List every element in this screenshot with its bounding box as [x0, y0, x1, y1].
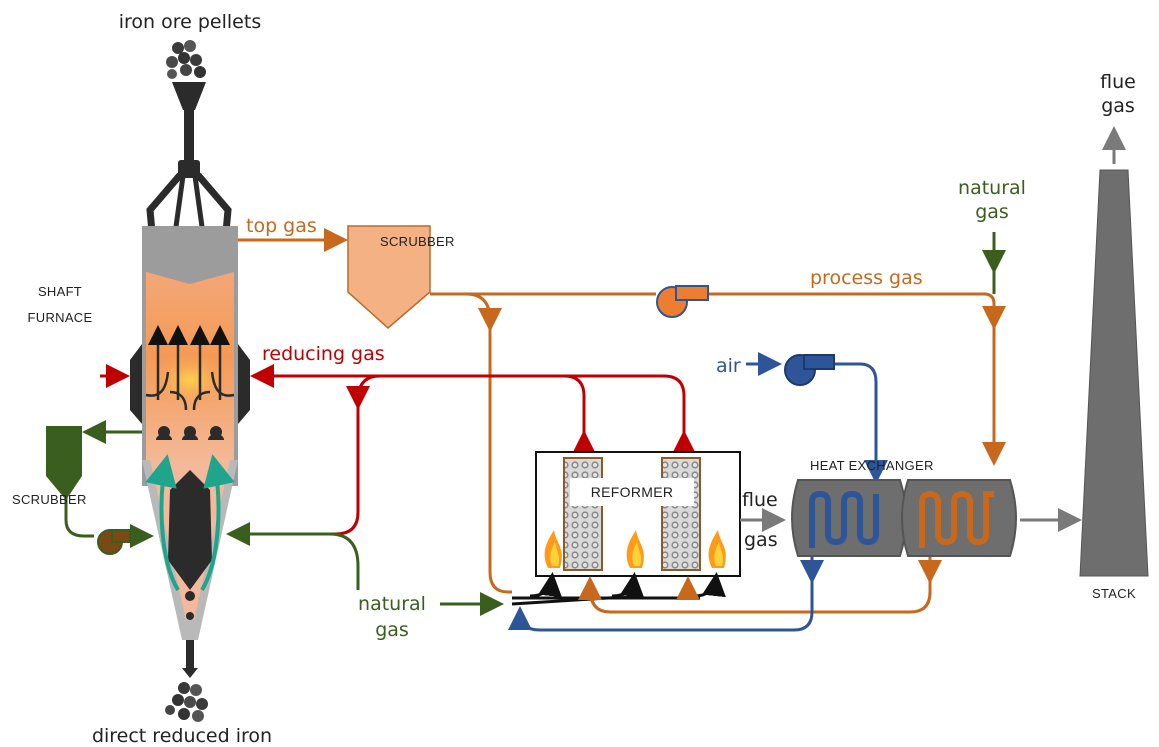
label-direct-reduced-iron: direct reduced iron	[92, 725, 272, 747]
stack	[1079, 169, 1149, 577]
burner-flames	[544, 530, 726, 568]
label-flue-gas-stack-2: gas	[1101, 95, 1135, 117]
label-natural-gas-top-2: gas	[975, 201, 1009, 223]
shaft-furnace	[130, 226, 250, 678]
label-flue-gas-reformer-1: flue	[742, 489, 778, 511]
scrubber-left	[46, 426, 82, 500]
label-natural-gas-bottom-1: natural	[358, 593, 426, 615]
air-line	[508, 352, 888, 632]
label-scrubber-left: SCRUBBER	[12, 492, 87, 507]
label-natural-gas-top-1: natural	[958, 177, 1026, 199]
label-natural-gas-bottom-2: gas	[375, 619, 409, 641]
pellets-bottom	[165, 682, 208, 722]
scrubber-top	[347, 225, 431, 329]
heat-exchanger	[791, 479, 1017, 557]
label-heat-exchanger: HEAT EXCHANGER	[810, 458, 934, 473]
tube-feed-lines	[578, 514, 942, 614]
pellets-top	[166, 40, 206, 79]
label-scrubber-top: SCRUBBER	[380, 234, 455, 249]
reducing-gas-line	[100, 364, 696, 536]
label-shaft-furnace-2: FURNACE	[28, 310, 93, 325]
label-flue-gas-stack-1: flue	[1100, 71, 1136, 93]
cooling-gas-compressor	[97, 529, 131, 555]
label-top-gas: top gas	[246, 215, 317, 237]
label-reformer: REFORMER	[591, 484, 674, 500]
natural-gas-bottom-line	[64, 420, 504, 616]
label-process-gas: process gas	[810, 267, 923, 289]
label-shaft-furnace-1: SHAFT	[38, 284, 82, 299]
fuel-lines	[511, 572, 726, 606]
reformer	[535, 451, 741, 577]
process-gas-line	[430, 292, 1006, 594]
process-gas-compressor	[656, 285, 709, 318]
air-compressor	[784, 354, 835, 386]
label-reducing-gas: reducing gas	[262, 343, 385, 365]
label-stack: STACK	[1092, 586, 1136, 601]
label-air: air	[716, 355, 741, 377]
label-iron-ore-pellets: iron ore pellets	[119, 11, 261, 33]
label-flue-gas-reformer-2: gas	[744, 529, 778, 551]
